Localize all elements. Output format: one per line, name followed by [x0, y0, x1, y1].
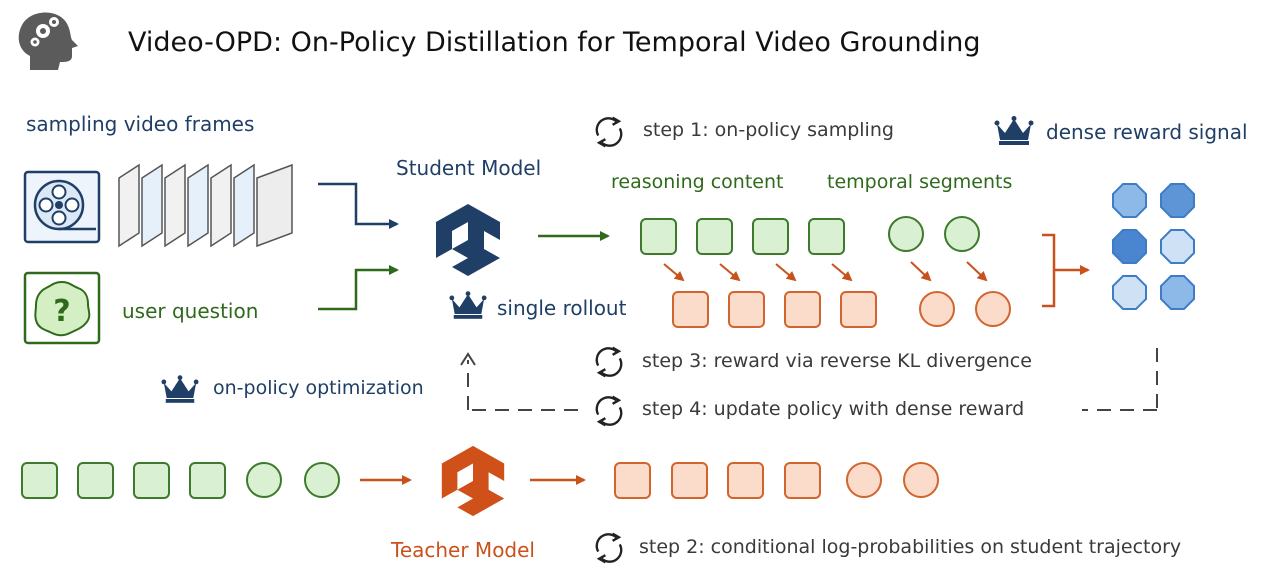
dense-reward-grid	[1112, 183, 1195, 310]
reasoning-content-label: reasoning content	[611, 171, 784, 193]
teacher-output-tokens	[614, 462, 939, 499]
reward-octagon	[1160, 183, 1195, 218]
cycle-arrows-icon	[595, 395, 623, 427]
frames-to-student-arrow	[318, 182, 399, 229]
reasoning-token	[808, 218, 845, 255]
feedback-loop-dashed	[467, 348, 1158, 411]
feedback-arrow-head	[460, 352, 476, 366]
head-with-gears-icon	[18, 12, 79, 71]
reward-octagon	[1112, 183, 1147, 218]
student-model-icon	[436, 204, 500, 276]
single-rollout-label: single rollout	[497, 296, 627, 320]
reasoning-token	[696, 218, 733, 255]
step4-label: step 4: update policy with dense reward	[642, 398, 1025, 420]
svg-text:?: ?	[53, 294, 70, 329]
film-reel-icon	[23, 170, 101, 244]
user-question-label: user question	[122, 299, 259, 323]
sampling-frames-label: sampling video frames	[26, 112, 255, 136]
reward-octagon	[1160, 229, 1195, 264]
step2-label: step 2: conditional log-probabilities on…	[639, 536, 1182, 558]
dense-reward-label: dense reward signal	[1046, 120, 1248, 144]
cycle-arrows-icon	[595, 532, 623, 564]
teacher-model-icon	[441, 445, 505, 517]
step1-label: step 1: on-policy sampling	[643, 119, 894, 141]
temporal-segments-label: temporal segments	[827, 171, 1013, 193]
teacher-input-tokens	[21, 462, 340, 499]
on-policy-optimization-label: on-policy optimization	[213, 377, 424, 399]
cycle-arrows-icon	[595, 346, 623, 378]
reward-octagon	[1112, 229, 1147, 264]
student-model-label: Student Model	[396, 156, 542, 180]
segment-token	[944, 216, 980, 252]
reasoning-token	[640, 218, 677, 255]
teacher-model-label: Teacher Model	[391, 538, 535, 562]
reward-octagon	[1160, 275, 1195, 310]
crown-icon	[994, 116, 1034, 145]
reward-octagon	[1112, 275, 1147, 310]
teacher-logprob-tokens	[672, 291, 1011, 328]
reward-bracket	[1042, 233, 1090, 308]
student-tokens	[640, 216, 980, 255]
crown-icon	[449, 291, 487, 319]
segment-token	[888, 216, 924, 252]
cycle-arrows-icon	[595, 116, 623, 148]
video-frames-stack	[118, 163, 293, 248]
reasoning-token	[752, 218, 789, 255]
crown-icon	[161, 375, 199, 403]
question-to-student-arrow	[318, 265, 399, 311]
question-badge-icon: ?	[23, 271, 101, 345]
token-mapping-arrows	[663, 261, 988, 282]
page-title: Video-OPD: On-Policy Distillation for Te…	[128, 27, 981, 58]
step3-label: step 3: reward via reverse KL divergence	[642, 350, 1032, 372]
